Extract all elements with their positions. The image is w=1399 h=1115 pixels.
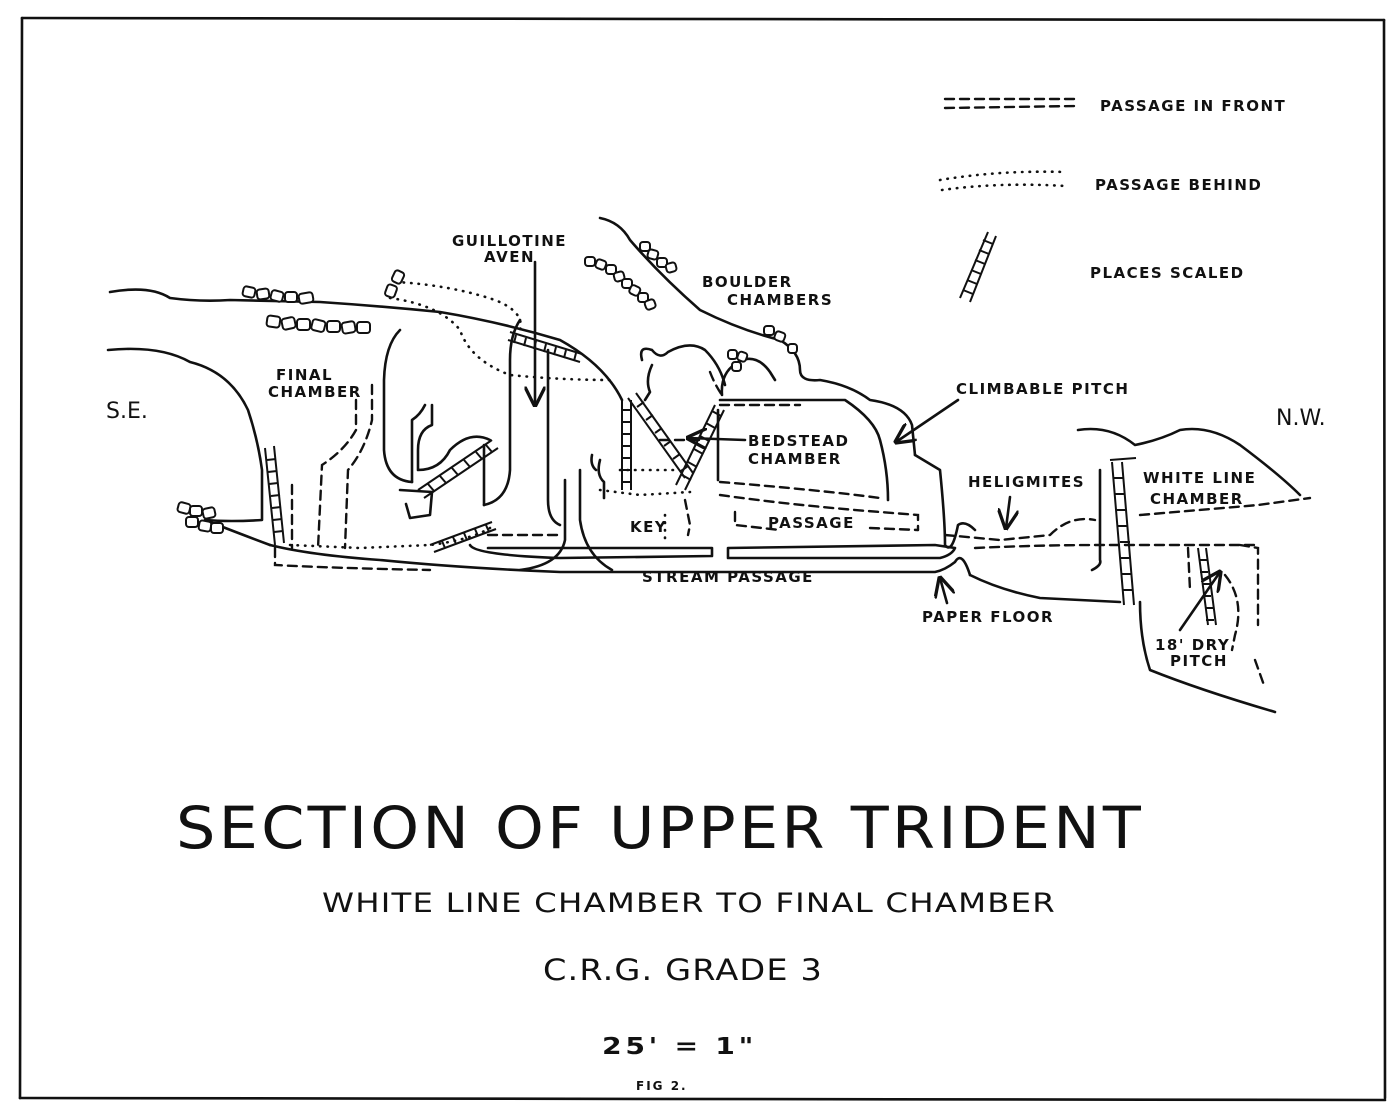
passages-in-front (273, 370, 1312, 690)
ladder-bedstead-right (675, 404, 725, 491)
legend-passage-in-front: PASSAGE IN FRONT (1100, 97, 1286, 115)
label-chambers: CHAMBERS (727, 291, 833, 309)
ladder-lower-slope (429, 521, 497, 553)
label-aven: AVEN (484, 248, 535, 266)
label-boulder: BOULDER (702, 273, 793, 291)
boulders-chambers (584, 241, 798, 372)
dry-pitch-arrow (1178, 572, 1220, 632)
label-passage: PASSAGE (768, 514, 855, 532)
label-helictites: HELIGMITES (968, 473, 1085, 491)
boulders-far-left (176, 501, 224, 534)
passages-behind (288, 280, 692, 550)
figure-number: FIG 2. (636, 1079, 688, 1093)
label-pitch: PITCH (1170, 652, 1228, 670)
label-white-line: WHITE LINE (1143, 469, 1256, 487)
label-climbable-pitch: CLIMBABLE PITCH (956, 380, 1129, 398)
survey-scale: 25' = 1" (602, 1034, 757, 1060)
legend: PASSAGE IN FRONT PASSAGE BEHIND PLACES S… (938, 97, 1286, 303)
label-stream-passage: STREAM PASSAGE (642, 568, 814, 586)
paper-floor-arrow (940, 578, 947, 605)
label-white-line-chamber: CHAMBER (1150, 490, 1244, 508)
direction-se: S.E. (106, 399, 148, 424)
label-paper-floor: PAPER FLOOR (922, 608, 1054, 626)
boulders (176, 241, 798, 534)
ladder-central-slope (417, 439, 499, 499)
direction-nw: N.W. (1276, 406, 1326, 431)
legend-dotted-symbol (938, 170, 1067, 192)
label-dry-pitch: 18' DRY (1155, 636, 1230, 654)
helictites-arrow (1006, 495, 1010, 528)
legend-ladder-icon (959, 231, 997, 303)
label-bedstead: BEDSTEAD (748, 432, 849, 450)
ladder-white-line-chamber (1109, 457, 1137, 606)
label-bedstead-chamber: CHAMBER (748, 450, 842, 468)
feature-labels: GUILLOTINE AVEN BOULDER CHAMBERS FINAL C… (268, 232, 1256, 670)
ladder-bedstead-cross (627, 392, 694, 479)
ladder-dry-pitch (1197, 547, 1217, 626)
survey-grade: C.R.G. GRADE 3 (543, 953, 823, 987)
boulders-guillotine-top (384, 269, 406, 299)
label-final-chamber: CHAMBER (268, 383, 362, 401)
label-final: FINAL (276, 366, 333, 384)
ladder-final-chamber (264, 445, 285, 546)
boulders-upper-left (241, 285, 315, 305)
cave-walls (106, 216, 1302, 714)
label-guillotine: GUILLOTINE (452, 232, 567, 250)
pointer-arrows (535, 260, 1220, 632)
page-subtitle: WHITE LINE CHAMBER TO FINAL CHAMBER (322, 888, 1056, 919)
title-block: SECTION OF UPPER TRIDENT WHITE LINE CHAM… (176, 794, 1144, 1093)
legend-dashed-symbol (943, 97, 1077, 110)
label-key: KEY (630, 518, 667, 536)
sheet-border (18, 16, 1387, 1102)
boulders-lower-left (265, 314, 371, 335)
ladder-bedstead-left (621, 400, 632, 490)
legend-passage-behind: PASSAGE BEHIND (1095, 176, 1262, 194)
bedstead-arrow (688, 438, 747, 440)
legend-places-scaled: PLACES SCALED (1090, 264, 1245, 282)
page-title: SECTION OF UPPER TRIDENT (176, 794, 1144, 862)
climbable-pitch-arrow (896, 398, 960, 442)
